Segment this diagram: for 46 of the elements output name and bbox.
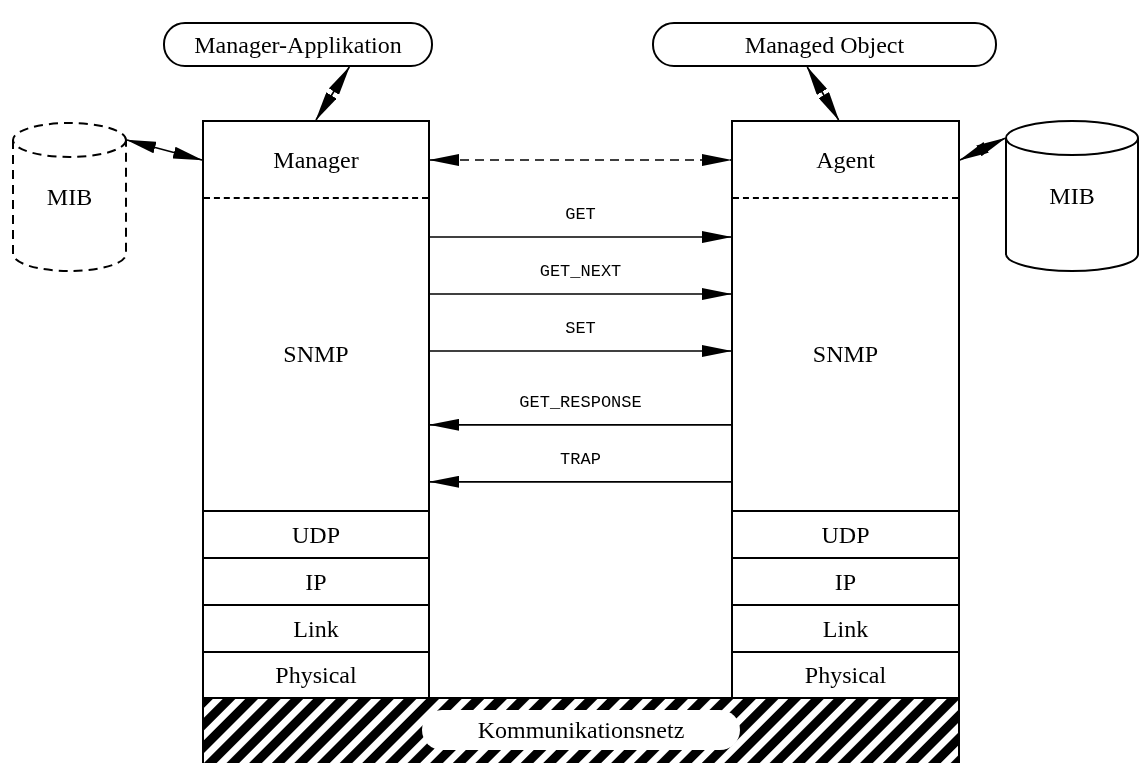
- layer-box: [731, 604, 960, 651]
- layer-box: [731, 197, 960, 510]
- node-label: UDP: [821, 522, 870, 547]
- arrow: [315, 66, 351, 121]
- layer-box: [202, 604, 430, 651]
- edge-label: GET_RESPONSE: [519, 391, 642, 414]
- arrow: [126, 139, 203, 161]
- rounded-box: [163, 22, 433, 67]
- node-label: IP: [834, 569, 857, 594]
- node-label: SNMP: [812, 341, 879, 366]
- layer-box: [202, 651, 430, 697]
- edge-label: TRAP: [560, 448, 601, 471]
- edge-label: GET: [565, 204, 596, 227]
- node-label: Link: [822, 616, 869, 641]
- node-label: Physical: [275, 663, 357, 687]
- node-label: MIB: [1049, 184, 1095, 208]
- node-label: MIB: [46, 185, 93, 209]
- edge-label: GET_NEXT: [539, 261, 622, 283]
- node-label: Managed Object: [744, 32, 905, 57]
- arrow: [806, 66, 840, 121]
- node-label: IP: [305, 569, 327, 594]
- layer-box: [731, 510, 960, 557]
- arrow: [429, 231, 732, 244]
- node-label: Agent: [816, 147, 875, 172]
- rounded-box: [652, 22, 997, 67]
- edge-label: SET: [565, 318, 596, 340]
- layer-box: [202, 557, 430, 604]
- arrow: [429, 475, 732, 488]
- layer-box: [731, 120, 960, 197]
- layer-box: [202, 120, 430, 197]
- arrow: [429, 288, 732, 301]
- layer-box: [731, 651, 960, 697]
- layer-box: [731, 557, 960, 604]
- node-label: SNMP: [283, 341, 349, 366]
- node-label: Manager-Applikation: [194, 32, 402, 57]
- arrow: [429, 154, 732, 167]
- arrow: [959, 137, 1006, 161]
- node-label: Manager: [273, 147, 359, 172]
- network-label: Kommunikationsnetz: [421, 710, 741, 750]
- node-label: Link: [293, 616, 339, 641]
- arrow: [429, 418, 732, 431]
- layer-box: [202, 197, 430, 510]
- node-label: UDP: [292, 522, 340, 547]
- arrow: [429, 345, 732, 357]
- layer-box: [202, 510, 430, 557]
- node-label: Physical: [804, 663, 887, 687]
